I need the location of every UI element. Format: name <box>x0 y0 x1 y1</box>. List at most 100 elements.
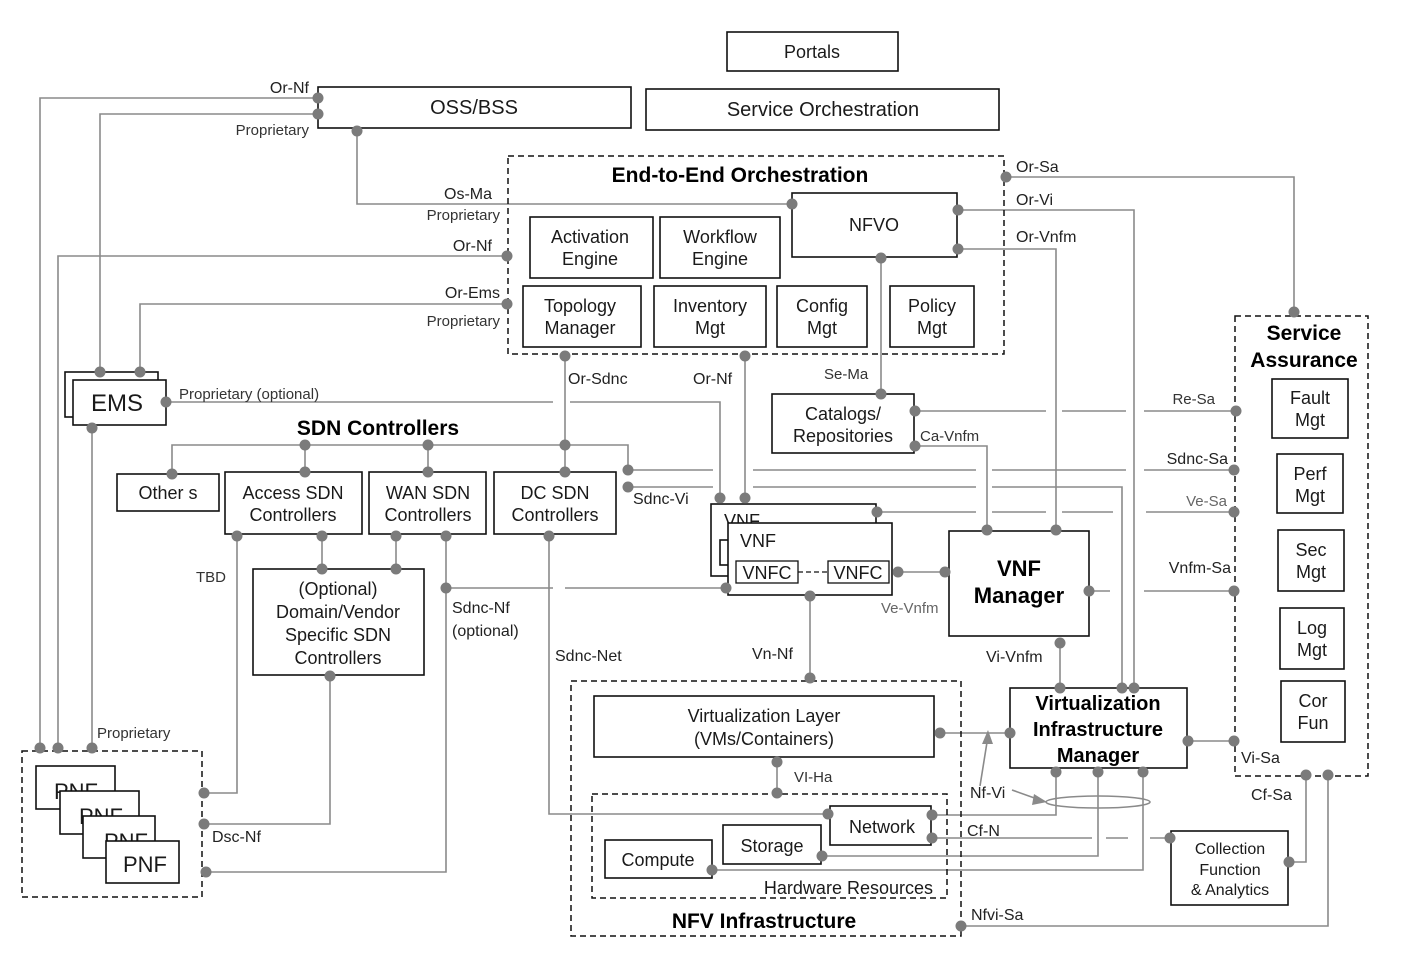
port-dot <box>720 582 732 594</box>
arrow-up-icon <box>982 730 993 744</box>
label-ca-vnfm: Ca-Vnfm <box>920 428 979 445</box>
access-sdn-box[interactable]: Access SDN Controllers <box>224 471 363 535</box>
inventory-mgt-line1: Inventory <box>673 296 747 316</box>
port-dot <box>952 204 964 216</box>
port-dot <box>1050 766 1062 778</box>
log-mgt-box[interactable]: Log Mgt <box>1279 607 1345 670</box>
config-mgt-line1: Config <box>796 296 848 316</box>
service-assurance-title-line2: Assurance <box>1250 349 1357 372</box>
label-sdnc-net: Sdnc-Net <box>555 648 622 665</box>
vnf-front-box[interactable]: VNF VNFC VNFC <box>727 522 893 596</box>
activation-engine-line2: Engine <box>562 249 618 269</box>
label-vi-sa: Vi-Sa <box>1241 750 1280 767</box>
cor-fun-box[interactable]: Cor Fun <box>1280 680 1346 743</box>
topology-manager-box[interactable]: Topology Manager <box>522 285 642 348</box>
link-nfvi-sa <box>961 775 1329 927</box>
nfvo-label: NFVO <box>849 215 899 235</box>
port-dot <box>86 422 98 434</box>
link-ems-vnf-2 <box>570 401 721 498</box>
label-vnfm-sa: Vnfm-Sa <box>1169 560 1231 577</box>
label-or-sa: Or-Sa <box>1016 159 1059 176</box>
label-nfvi-sa: Nfvi-Sa <box>971 907 1024 924</box>
vim-line1: Virtualization <box>1035 693 1160 715</box>
link-nf-vi-network <box>932 772 1057 816</box>
label-sdnc-nf-line2: (optional) <box>452 623 519 640</box>
port-dot <box>440 582 452 594</box>
storage-label: Storage <box>740 836 803 856</box>
sec-mgt-box[interactable]: Sec Mgt <box>1277 529 1345 592</box>
fault-mgt-box[interactable]: Fault Mgt <box>1271 378 1349 439</box>
collection-function-line1: Collection <box>1195 841 1265 858</box>
nf-vi-arrow-up <box>979 735 989 787</box>
compute-box[interactable]: Compute <box>604 839 713 879</box>
fault-mgt-line1: Fault <box>1290 388 1330 408</box>
port-dot <box>440 530 452 542</box>
collection-function-box[interactable]: Collection Function & Analytics <box>1170 830 1289 906</box>
virtualization-layer-box[interactable]: Virtualization Layer (VMs/Containers) <box>593 695 935 758</box>
sdn-controllers-title: SDN Controllers <box>297 417 459 440</box>
others-box[interactable]: Other s <box>116 473 220 512</box>
wan-sdn-box[interactable]: WAN SDN Controllers <box>368 471 487 535</box>
vim-box[interactable]: Virtualization Infrastructure Manager <box>1009 687 1188 769</box>
catalogs-box[interactable]: Catalogs/ Repositories <box>771 393 915 454</box>
label-or-vi: Or-Vi <box>1016 192 1053 209</box>
hardware-resources-container <box>591 793 948 899</box>
label-os-ma: Os-Ma <box>444 186 492 203</box>
oss-bss-box[interactable]: OSS/BSS <box>317 86 632 129</box>
label-sdnc-sa: Sdnc-Sa <box>1167 451 1228 468</box>
port-dot <box>706 864 718 876</box>
port-dot <box>312 108 324 120</box>
link-or-vi <box>958 209 1135 688</box>
inventory-mgt-box[interactable]: Inventory Mgt <box>653 285 767 348</box>
link-oss-proprietary-ems <box>99 113 318 372</box>
label-cf-n: Cf-N <box>967 823 1000 840</box>
port-dot <box>1116 682 1128 694</box>
config-mgt-line2: Mgt <box>807 318 837 338</box>
vim-line2: Infrastructure <box>1033 719 1163 741</box>
label-sdnc-nf-line1: Sdnc-Nf <box>452 600 510 617</box>
link-sdnc-net <box>548 536 828 815</box>
config-mgt-box[interactable]: Config Mgt <box>776 285 868 348</box>
port-dot <box>1000 171 1012 183</box>
link-sdnc-nf <box>204 536 447 873</box>
optional-sdn-line4: Controllers <box>294 648 381 668</box>
collection-function-line2: Function <box>1199 862 1260 879</box>
port-dot <box>816 850 828 862</box>
nfvo-box[interactable]: NFVO <box>791 192 958 258</box>
label-se-ma: Se-Ma <box>824 366 869 383</box>
label-proprietary-pnf: Proprietary <box>97 725 171 742</box>
label-proprietary-ems: Proprietary <box>427 313 501 330</box>
log-mgt-line2: Mgt <box>1297 640 1327 660</box>
pnf-stack[interactable]: PNF PNF PNF PNF <box>35 765 180 884</box>
port-dot <box>1283 856 1295 868</box>
port-dot <box>86 742 98 754</box>
port-dot <box>299 466 311 478</box>
label-or-ems: Or-Ems <box>445 285 500 302</box>
network-box[interactable]: Network <box>829 805 932 846</box>
port-dot <box>559 350 571 362</box>
workflow-engine-box[interactable]: Workflow Engine <box>659 216 781 279</box>
dc-sdn-box[interactable]: DC SDN Controllers <box>493 471 617 535</box>
port-dot <box>926 809 938 821</box>
port-dot <box>1054 682 1066 694</box>
storage-box[interactable]: Storage <box>722 824 822 865</box>
activation-engine-box[interactable]: Activation Engine <box>529 216 654 279</box>
optional-sdn-box[interactable]: (Optional) Domain/Vendor Specific SDN Co… <box>252 568 425 676</box>
activation-engine-line1: Activation <box>551 227 629 247</box>
port-dot <box>909 405 921 417</box>
link-ca-vnfm <box>915 445 988 530</box>
service-assurance-title-line1: Service <box>1267 322 1342 345</box>
port-dot <box>871 506 883 518</box>
port-dot <box>1083 585 1095 597</box>
policy-mgt-box[interactable]: Policy Mgt <box>889 285 975 348</box>
service-orchestration-box[interactable]: Service Orchestration <box>645 88 1000 131</box>
port-dot <box>422 466 434 478</box>
perf-mgt-box[interactable]: Perf Mgt <box>1276 453 1344 514</box>
sec-mgt-line1: Sec <box>1295 540 1326 560</box>
vnf-manager-box[interactable]: VNF Manager <box>948 530 1090 637</box>
oss-bss-label: OSS/BSS <box>430 97 518 119</box>
portals-box[interactable]: Portals <box>726 31 899 72</box>
inventory-mgt-line2: Mgt <box>695 318 725 338</box>
port-dot <box>299 439 311 451</box>
ems-box[interactable]: EMS <box>64 371 167 426</box>
